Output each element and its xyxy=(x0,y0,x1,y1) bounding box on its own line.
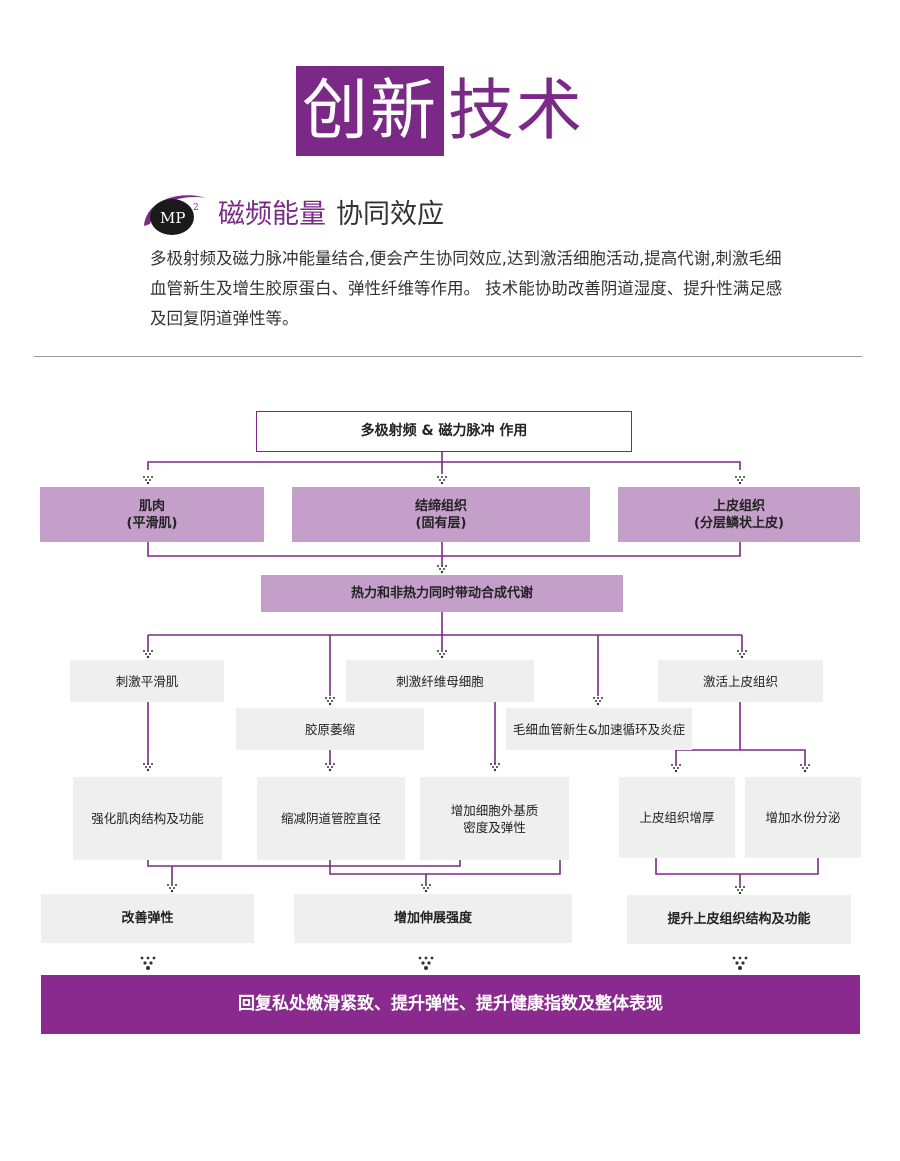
node-improve-elasticity: 改善弹性 xyxy=(41,894,254,943)
heading-secondary: 协同效应 xyxy=(336,199,444,230)
node-anabolism: 热力和非热力同时带动合成代谢 xyxy=(261,575,623,612)
node-capillary-label: 毛细血管新生&加速循环及炎症 xyxy=(512,721,686,737)
node-rf-magnetic: 多极射频 & 磁力脉冲 作用 xyxy=(256,411,632,452)
title-highlight: 创新 xyxy=(296,66,444,156)
node-epithelium: 上皮组织(分层鳞状上皮) xyxy=(618,487,860,542)
node-muscle: 肌肉(平滑肌) xyxy=(40,487,264,542)
node-connective-line1: 结缔组织 xyxy=(414,498,467,514)
section-heading: 磁频能量协同效应 xyxy=(218,197,444,233)
node-reduce-diameter: 缩减阴道管腔直径 xyxy=(257,777,405,860)
node-stimulate-fibroblast-label: 刺激纤维母细胞 xyxy=(396,673,484,689)
node-increase-stretch: 增加伸展强度 xyxy=(294,894,572,943)
node-connective-tissue: 结缔组织(固有层) xyxy=(292,487,590,542)
node-epithelium-line2: (分层鳞状上皮) xyxy=(694,515,784,531)
intro-line-2: 血管新生及增生胶原蛋白、弹性纤维等作用。 技术能协助改善阴道湿度、提升性满足感 xyxy=(150,279,783,298)
node-collagen-shrink-label: 胶原萎缩 xyxy=(304,721,355,737)
node-collagen-shrink: 胶原萎缩 xyxy=(236,708,424,750)
node-activate-epithelium-label: 激活上皮组织 xyxy=(702,673,778,689)
section-divider xyxy=(34,356,862,357)
node-muscle-line2: (平滑肌) xyxy=(126,515,178,531)
mp2-logo: MP 2 xyxy=(144,195,206,235)
node-stimulate-smooth-muscle-label: 刺激平滑肌 xyxy=(115,673,179,689)
node-moisture-label: 增加水份分泌 xyxy=(765,810,841,825)
node-strengthen-muscle: 强化肌肉结构及功能 xyxy=(73,777,222,860)
node-ecm-line2: 密度及弹性 xyxy=(463,819,526,835)
title-rest: 技术 xyxy=(448,72,584,149)
node-activate-epithelium: 激活上皮组织 xyxy=(658,660,823,702)
intro-line-1: 多极射频及磁力脉冲能量结合,便会产生协同效应,达到激活细胞活动,提高代谢,刺激毛… xyxy=(150,249,782,268)
node-muscle-line1: 肌肉 xyxy=(138,498,165,514)
node-result-label: 回复私处嫩滑紧致、提升弹性、提升健康指数及整体表现 xyxy=(238,994,663,1014)
node-increase-stretch-label: 增加伸展强度 xyxy=(393,911,472,926)
logo-text: MP xyxy=(160,209,185,227)
intro-paragraph: 多极射频及磁力脉冲能量结合,便会产生协同效应,达到激活细胞活动,提高代谢,刺激毛… xyxy=(150,244,783,334)
node-epithelium-thicken-label: 上皮组织增厚 xyxy=(639,810,715,825)
page-title: 创新 技术 xyxy=(296,66,584,156)
node-improve-elasticity-label: 改善弹性 xyxy=(121,911,174,926)
node-ecm: 增加细胞外基质密度及弹性 xyxy=(420,777,569,860)
node-stimulate-smooth-muscle: 刺激平滑肌 xyxy=(70,660,224,702)
node-ecm-line1: 增加细胞外基质 xyxy=(450,802,539,818)
node-improve-epithelium-label: 提升上皮组织结构及功能 xyxy=(667,912,811,927)
logo-superscript: 2 xyxy=(193,203,199,213)
node-improve-epithelium: 提升上皮组织结构及功能 xyxy=(627,895,851,944)
node-epithelium-thicken: 上皮组织增厚 xyxy=(619,777,735,858)
node-epithelium-line1: 上皮组织 xyxy=(712,498,765,514)
node-capillary: 毛细血管新生&加速循环及炎症 xyxy=(506,708,692,750)
node-result: 回复私处嫩滑紧致、提升弹性、提升健康指数及整体表现 xyxy=(41,975,860,1034)
node-strengthen-muscle-label: 强化肌肉结构及功能 xyxy=(91,811,204,826)
node-rf-magnetic-label: 多极射频 & 磁力脉冲 作用 xyxy=(360,423,528,439)
node-connective-line2: (固有层) xyxy=(415,515,467,531)
heading-primary: 磁频能量 xyxy=(218,199,326,230)
node-anabolism-label: 热力和非热力同时带动合成代谢 xyxy=(350,586,533,601)
intro-line-3: 及回复阴道弹性等。 xyxy=(150,309,299,328)
node-reduce-diameter-label: 缩减阴道管腔直径 xyxy=(280,811,381,826)
node-moisture: 增加水份分泌 xyxy=(745,777,861,858)
node-stimulate-fibroblast: 刺激纤维母细胞 xyxy=(346,660,534,702)
